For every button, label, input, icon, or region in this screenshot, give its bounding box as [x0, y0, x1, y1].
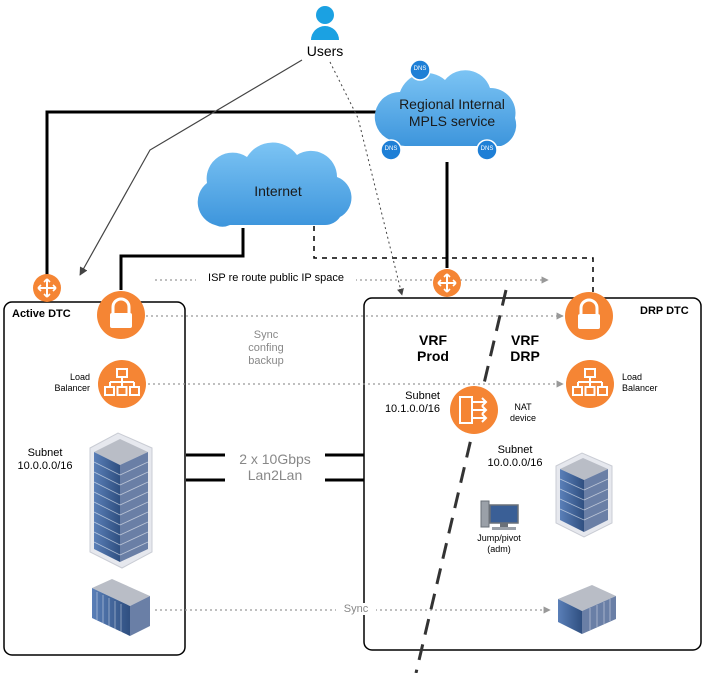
active-firewall-icon [95, 289, 147, 341]
drp-subnet-label: Subnet 10.0.0.0/16 [487, 444, 543, 469]
users-to-active-arrow [79, 59, 303, 276]
nat-device-icon [450, 386, 498, 434]
drp-storage-icon [558, 585, 616, 634]
active-firewall-to-internet-line [119, 228, 245, 290]
active-dtc-box [3, 301, 186, 656]
nat-device-label: NAT device [509, 402, 536, 423]
drp-load-balancer-label: Load Balancer [622, 372, 658, 393]
active-server-rack-icon [89, 432, 153, 569]
active-load-balancer-label: Load Balancer [54, 372, 90, 393]
isp-reroute-label: ISP re route public IP space [196, 272, 356, 284]
drp-dtc-box [363, 297, 702, 651]
active-router-icon [32, 273, 62, 303]
drp-dtc-title: DRP DTC [640, 305, 689, 317]
drp-router-icon [432, 268, 462, 298]
jump-pivot-label: Jump/pivot (adm) [477, 533, 521, 554]
dns-label: DNS [480, 146, 494, 152]
active-load-balancer-icon [97, 359, 147, 409]
active-dtc-title: Active DTC [12, 308, 71, 320]
dns-label: DNS [384, 146, 398, 152]
mpls-cloud-icon [374, 70, 517, 147]
jump-pivot-workstation-icon [480, 500, 519, 530]
vrf-drp-label: VRF DRP [510, 332, 540, 364]
internet-cloud-label: Internet [254, 183, 302, 199]
sync-config-label: Sync confing backup [248, 329, 284, 367]
internet-cloud-icon [197, 142, 352, 227]
active-router-to-mpls-line [45, 110, 383, 276]
active-subnet-label: Subnet 10.0.0.0/16 [17, 447, 73, 472]
drp-firewall-icon [563, 290, 615, 342]
users-label: Users [306, 43, 344, 59]
dns-label: DNS [413, 66, 427, 72]
vrf-split-line [414, 289, 508, 673]
mpls-cloud-label: Regional Internal MPLS service [399, 96, 505, 129]
users-to-drp-arrow [329, 61, 404, 296]
drp-load-balancer-icon [565, 359, 615, 409]
users-icon [311, 6, 339, 40]
drp-prod-subnet-label: Subnet 10.1.0.0/16 [384, 390, 440, 415]
sync-label: Sync [336, 603, 376, 615]
vrf-prod-label: VRF Prod [417, 332, 449, 364]
internet-to-drp-firewall-dashed-line [313, 226, 594, 292]
drp-server-rack-icon [555, 452, 613, 538]
lan2lan-label: 2 x 10Gbps Lan2Lan [225, 451, 325, 483]
active-storage-icon [92, 579, 150, 636]
